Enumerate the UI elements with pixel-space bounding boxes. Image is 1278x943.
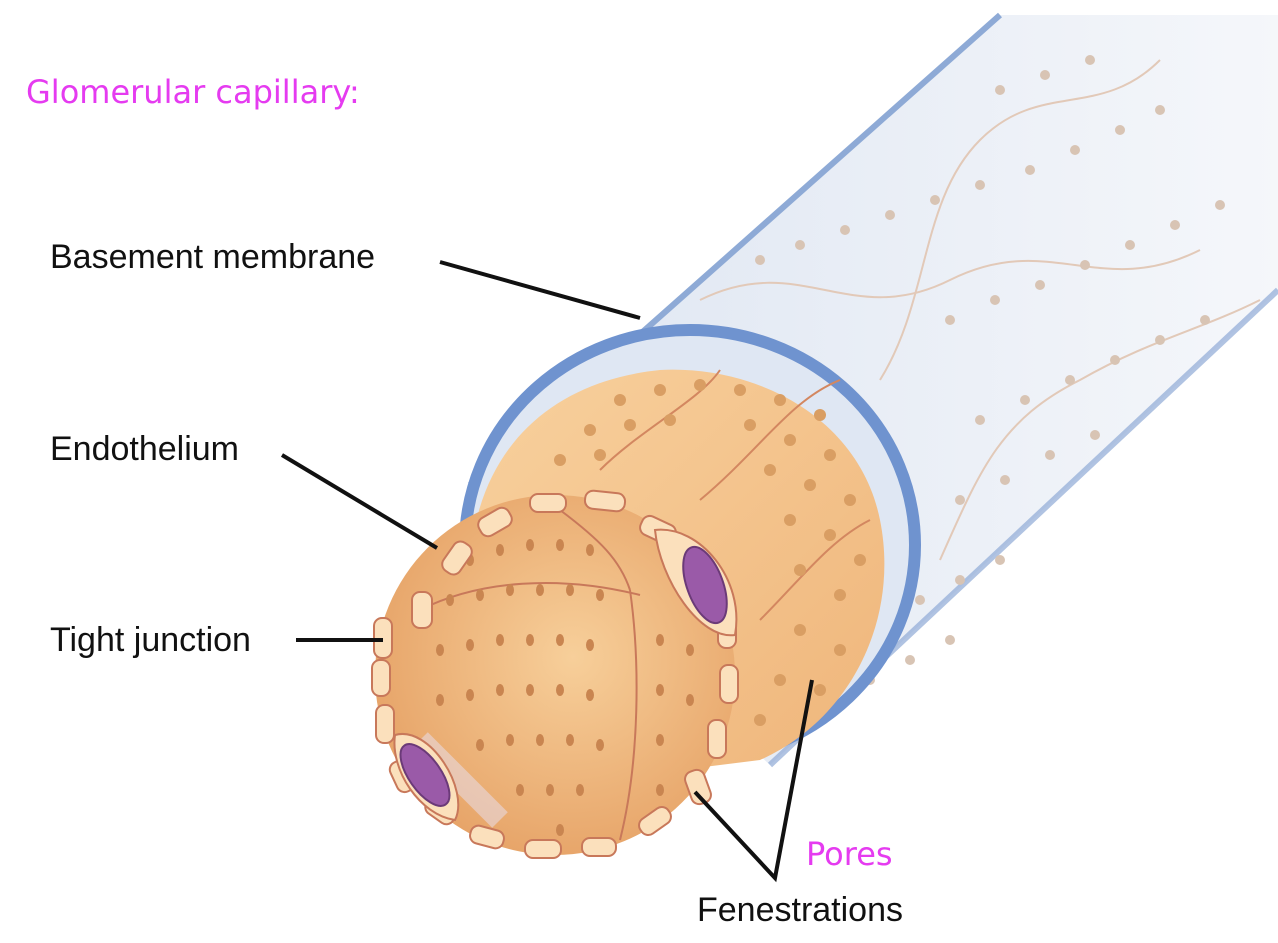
label-fenestrations: Fenestrations bbox=[697, 891, 903, 929]
leader-lines bbox=[280, 260, 814, 883]
nucleus-shapes bbox=[393, 528, 738, 822]
label-pores: Pores bbox=[806, 835, 893, 873]
label-tight-junction: Tight junction bbox=[50, 621, 251, 659]
leader-fenestrations bbox=[693, 679, 814, 883]
diagram-title: Glomerular capillary: bbox=[26, 73, 360, 111]
endothelium-pore-dots bbox=[554, 379, 866, 726]
membrane-pore-dots bbox=[755, 55, 1225, 685]
leader-endothelium bbox=[280, 453, 439, 550]
label-basement-membrane: Basement membrane bbox=[50, 238, 376, 276]
lumen-pore-dots bbox=[436, 539, 694, 836]
label-endothelium: Endothelium bbox=[50, 430, 240, 468]
leader-basement-membrane bbox=[439, 260, 641, 320]
